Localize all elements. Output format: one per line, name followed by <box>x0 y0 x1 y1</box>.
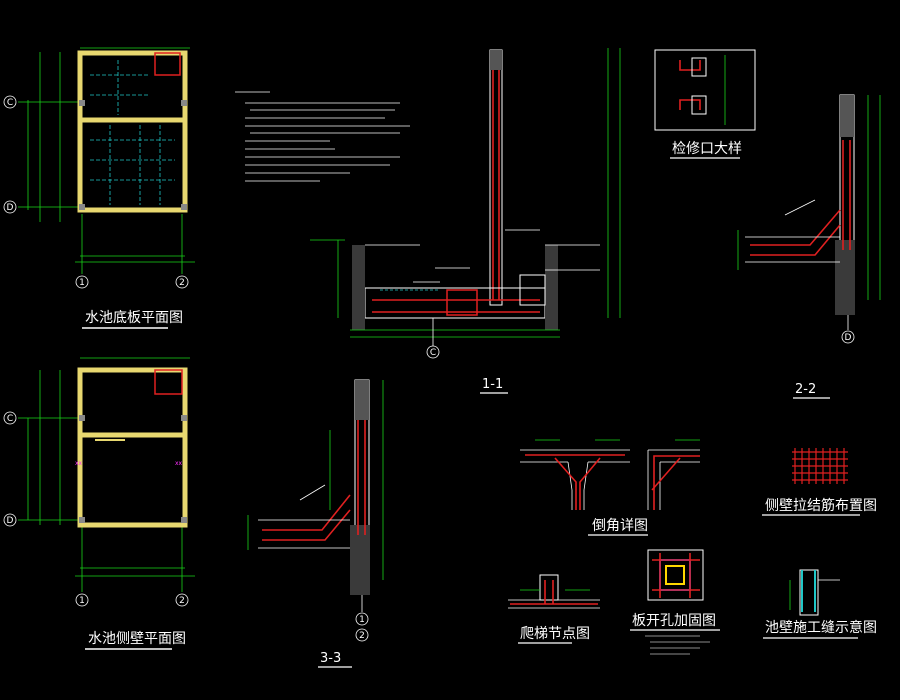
chamfer-detail: 倒角详图 <box>520 439 700 536</box>
axis-d-label-2: D <box>7 516 14 526</box>
section-1-axis: C <box>430 348 436 358</box>
tie-bar-detail: 侧壁拉结筋布置图 <box>762 448 877 516</box>
hatch-detail-title: 检修口大样 <box>672 141 742 157</box>
chamfer-detail-title: 倒角详图 <box>592 518 648 534</box>
axis-1-label: 1 <box>79 278 85 288</box>
axis-1-label-2: 1 <box>79 596 85 606</box>
section-1-1: C 1-1 <box>310 48 621 394</box>
opening-reinforcement-detail: 板开孔加固图 <box>630 549 720 655</box>
tie-bar-detail-title: 侧壁拉结筋布置图 <box>765 497 877 514</box>
axis-2-label: 2 <box>179 278 185 288</box>
ladder-detail-title: 爬梯节点图 <box>520 626 590 642</box>
axis-2-label-2: 2 <box>179 596 185 606</box>
construction-joint-detail: 池壁施工缝示意图 <box>763 569 877 639</box>
bottom-slab-plan: C D 1 2 水池底板平面图 <box>3 47 195 329</box>
section-1-title: 1-1 <box>482 377 503 392</box>
wall-plan-title: 水池侧壁平面图 <box>88 631 186 647</box>
axis-c-label: C <box>7 98 13 108</box>
section-2-axis: D <box>845 333 852 343</box>
section-2-title: 2-2 <box>795 382 816 397</box>
joint-detail-title: 池壁施工缝示意图 <box>765 619 877 636</box>
axis-d-label: D <box>7 203 14 213</box>
ladder-detail: 爬梯节点图 <box>508 574 600 644</box>
section-3-axis-1: 1 <box>359 615 365 625</box>
bottom-plan-title: 水池底板平面图 <box>85 310 183 326</box>
axis-c-label-2: C <box>7 414 13 424</box>
svg-text:xx: xx <box>75 460 83 467</box>
section-3-3: 1 2 3-3 <box>247 379 384 668</box>
section-3-title: 3-3 <box>320 651 341 666</box>
hatch-detail: 检修口大样 <box>654 49 756 159</box>
section-2-2: D 2-2 <box>737 94 881 399</box>
svg-text:xx: xx <box>175 460 183 467</box>
side-wall-plan: xx xx C D 1 2 水池侧壁平面图 <box>3 357 195 650</box>
opening-detail-title: 板开孔加固图 <box>632 613 716 629</box>
section-3-axis-2: 2 <box>359 631 365 641</box>
general-notes <box>235 91 410 182</box>
